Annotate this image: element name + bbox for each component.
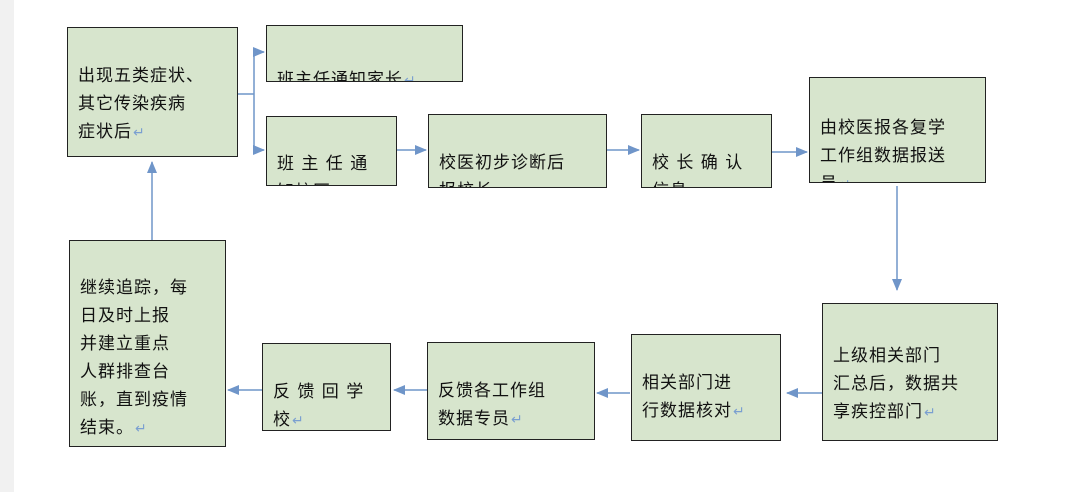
paragraph-mark: ↵ xyxy=(404,73,417,82)
paragraph-mark: ↵ xyxy=(292,413,305,429)
node-summary: 上级相关部门 汇总后，数据共 享疾控部门↵ xyxy=(822,303,998,441)
flow-arrows xyxy=(147,47,902,398)
paragraph-mark: ↵ xyxy=(332,185,345,186)
node-feedback-school: 反 馈 回 学 校↵ xyxy=(262,343,391,431)
node-notify-doctor-label: 班 主 任 通 知校医 xyxy=(277,154,369,185)
node-symptoms-label: 出现五类症状、 其它传染疾病 症状后 xyxy=(78,66,204,142)
flowchart-canvas: 出现五类症状、 其它传染疾病 症状后↵ 班主任通知家长↵ 班 主 任 通 知校医… xyxy=(14,0,1080,492)
paragraph-mark: ↵ xyxy=(689,184,702,187)
node-confirm-label: 校 长 确 认 信息 xyxy=(652,153,744,187)
paragraph-mark: ↵ xyxy=(133,125,146,141)
node-notify-parents: 班主任通知家长↵ xyxy=(266,25,463,82)
node-summary-label: 上级相关部门 汇总后，数据共 享疾控部门 xyxy=(833,346,959,422)
node-track: 继续追踪，每 日及时上报 并建立重点 人群排查台 账，直到疫情 结束。↵ xyxy=(69,240,226,447)
node-feedback-group: 反馈各工作组 数据专员↵ xyxy=(427,342,595,440)
paragraph-mark: ↵ xyxy=(494,184,507,187)
node-report-group-label: 由校医报各复学 工作组数据报送 员 xyxy=(820,118,946,182)
paragraph-mark: ↵ xyxy=(733,404,746,420)
paragraph-mark: ↵ xyxy=(135,421,148,437)
paragraph-mark: ↵ xyxy=(511,412,524,428)
paragraph-mark: ↵ xyxy=(924,405,937,421)
node-report-group: 由校医报各复学 工作组数据报送 员↵ xyxy=(809,77,986,183)
node-symptoms: 出现五类症状、 其它传染疾病 症状后↵ xyxy=(67,27,238,157)
node-notify-doctor: 班 主 任 通 知校医↵ xyxy=(266,116,397,186)
paragraph-mark: ↵ xyxy=(839,177,852,182)
node-verify: 相关部门进 行数据核对↵ xyxy=(631,334,781,441)
node-verify-label: 相关部门进 行数据核对 xyxy=(642,373,732,421)
node-track-label: 继续追踪，每 日及时上报 并建立重点 人群排查台 账，直到疫情 结束。 xyxy=(80,278,188,438)
node-diagnose: 校医初步诊断后 报校长↵ xyxy=(428,114,607,188)
node-feedback-group-label: 反馈各工作组 数据专员 xyxy=(438,381,546,429)
node-confirm: 校 长 确 认 信息↵ xyxy=(641,114,772,188)
node-feedback-school-label: 反 馈 回 学 校 xyxy=(273,382,365,430)
node-diagnose-label: 校医初步诊断后 报校长 xyxy=(439,153,565,187)
node-notify-parents-label: 班主任通知家长 xyxy=(277,70,403,82)
